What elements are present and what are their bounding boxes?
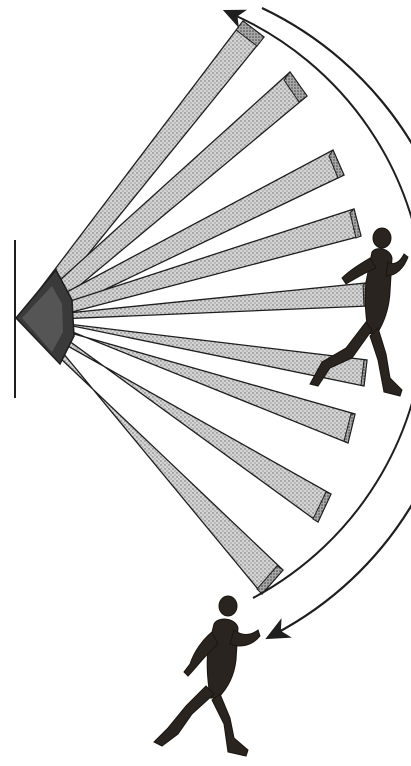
walking-person-icon (154, 596, 260, 756)
